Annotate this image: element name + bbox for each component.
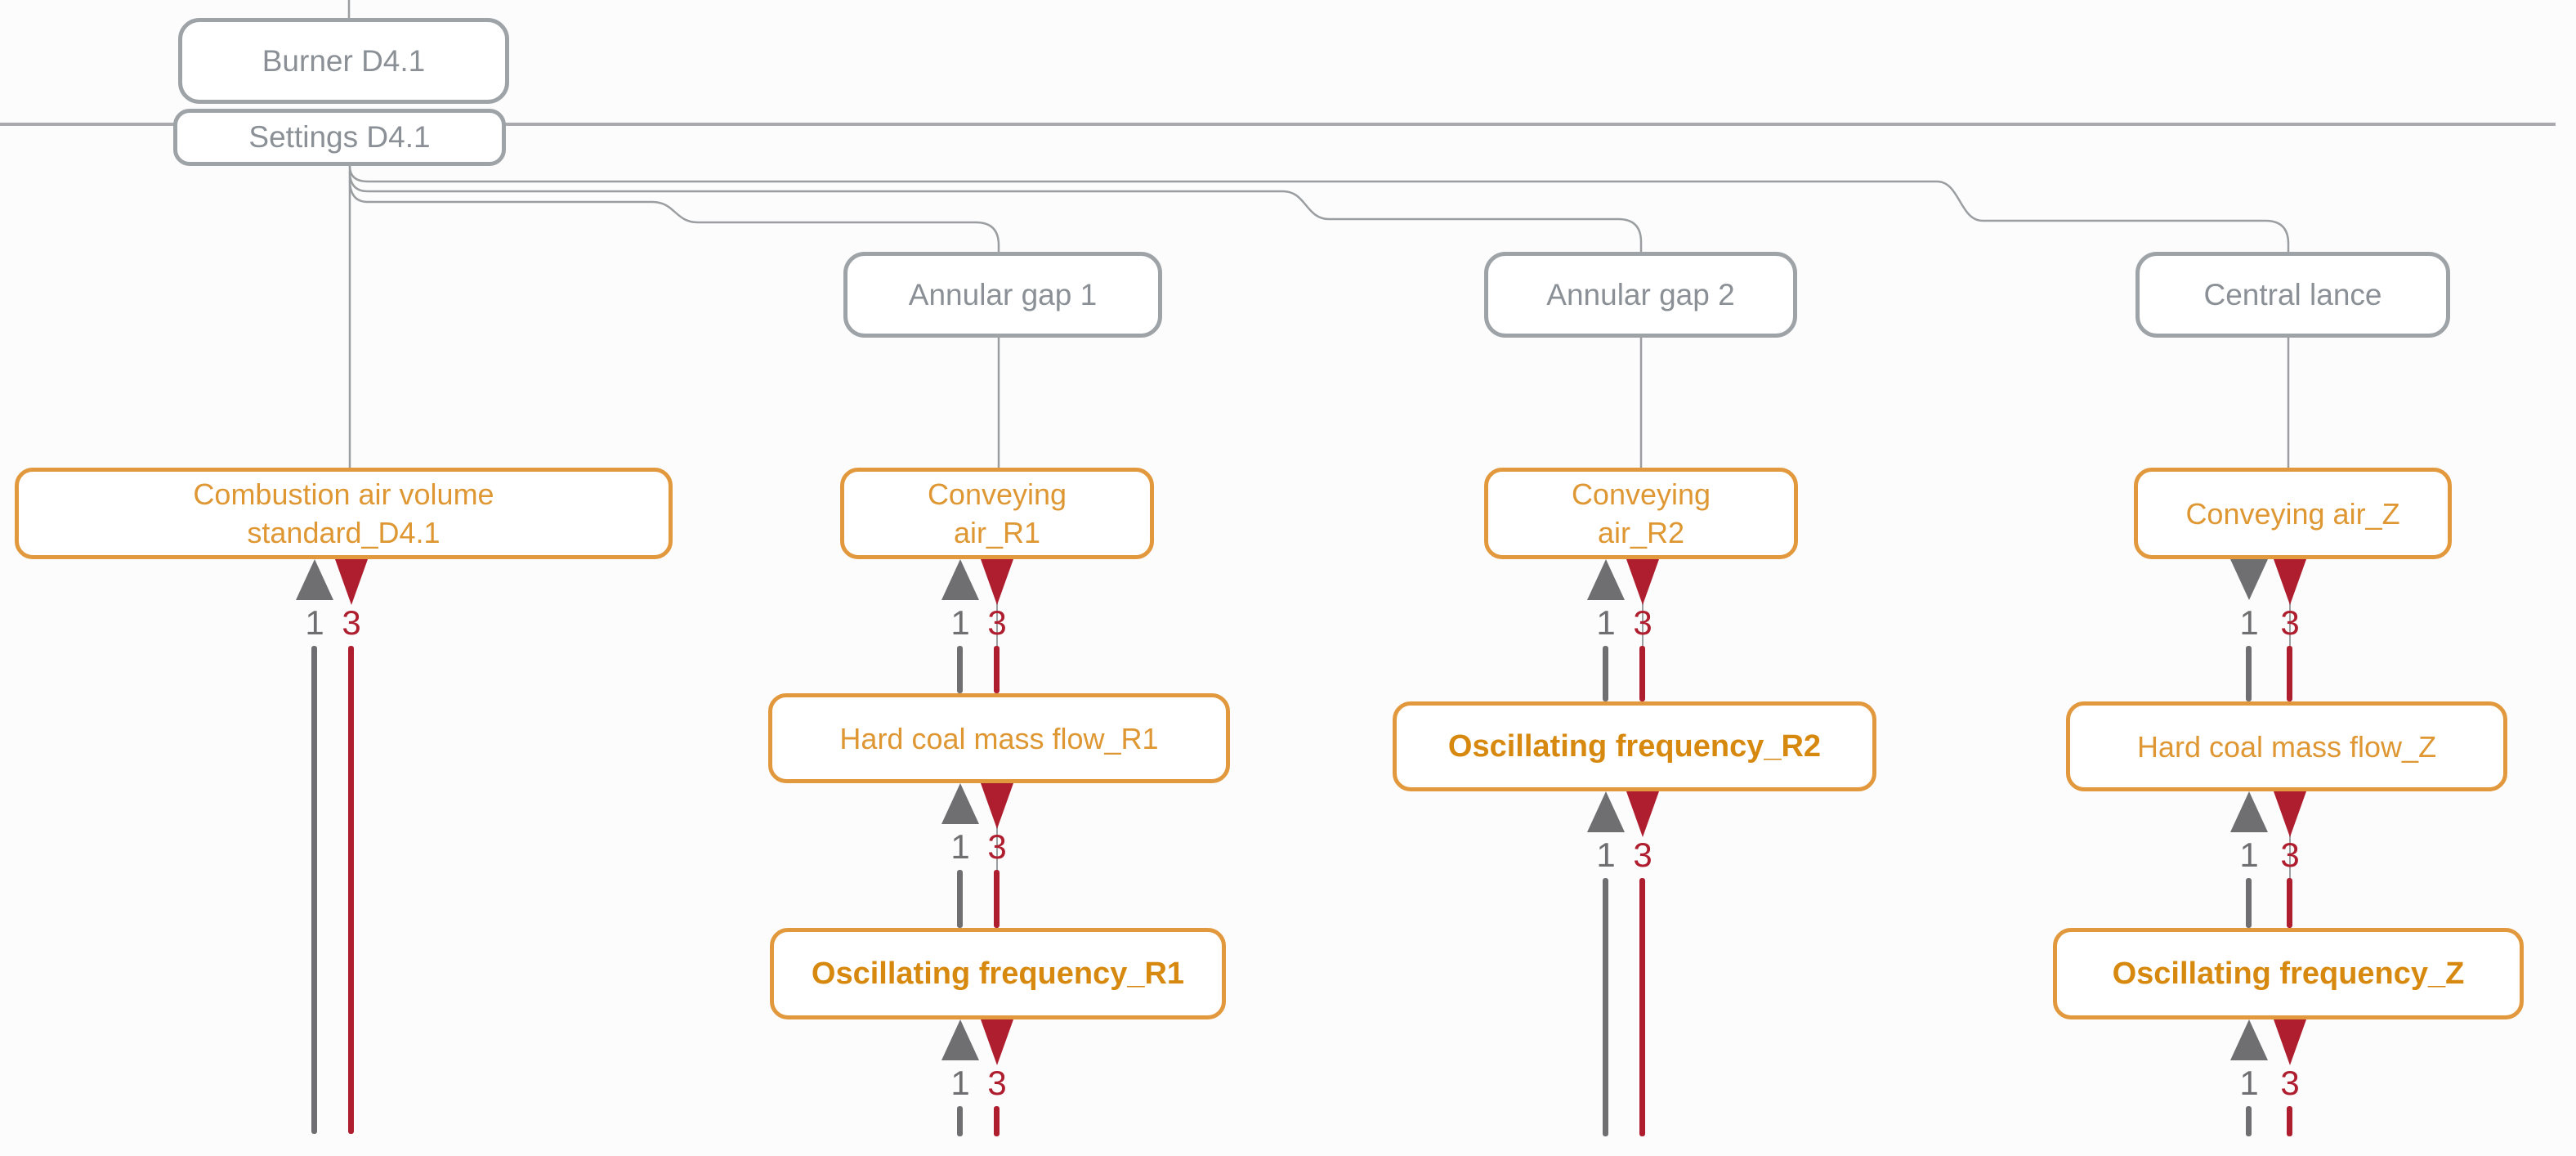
- flow-count-gray-oscillating-r2: 1: [1596, 836, 1616, 874]
- node-conveying-air-r2-line2: air_R2: [1597, 516, 1685, 549]
- node-hard-coal-mass-flow-r1-label: Hard coal mass flow_R1: [839, 721, 1159, 755]
- node-hard-coal-mass-flow-z-label: Hard coal mass flow_Z: [2136, 729, 2437, 764]
- edge-thin-conveying-r1: [996, 559, 998, 693]
- node-conveying-air-z-label: Conveying air_Z: [2185, 496, 2400, 531]
- node-annular-gap-1-label: Annular gap 1: [908, 277, 1098, 311]
- flow-arrow-gray-conveying-z[interactable]: [2230, 559, 2268, 600]
- node-combustion-air-volume[interactable]: Combustion air volume standard_D4.1: [15, 468, 673, 559]
- flow-line-gray-combustion-air[interactable]: [311, 646, 317, 1134]
- flow-arrow-gray-hard-coal-r1[interactable]: [941, 783, 979, 824]
- flow-line-red-conveying-r1[interactable]: [994, 646, 1000, 693]
- flow-arrow-red-conveying-r1[interactable]: [981, 559, 1013, 605]
- flow-count-red-oscillating-r1: 3: [987, 1064, 1007, 1102]
- node-combustion-air-volume-line2: standard_D4.1: [247, 516, 441, 549]
- node-hard-coal-mass-flow-r1[interactable]: Hard coal mass flow_R1: [768, 693, 1230, 783]
- flow-arrow-red-oscillating-r2[interactable]: [1626, 791, 1659, 837]
- flow-arrow-gray-oscillating-r1[interactable]: [941, 1019, 979, 1060]
- flow-line-red-oscillating-r1[interactable]: [994, 1106, 1000, 1136]
- flow-line-gray-oscillating-r2[interactable]: [1603, 878, 1608, 1136]
- flow-line-red-combustion-air[interactable]: [348, 646, 354, 1134]
- flow-line-red-conveying-z[interactable]: [2287, 646, 2292, 701]
- flow-line-gray-conveying-r1[interactable]: [957, 646, 963, 693]
- edge-settings-to-annular-gap-1[interactable]: [348, 179, 1000, 252]
- node-hard-coal-mass-flow-z[interactable]: Hard coal mass flow_Z: [2066, 701, 2507, 791]
- flow-arrow-gray-oscillating-r2[interactable]: [1587, 791, 1625, 832]
- node-oscillating-frequency-z[interactable]: Oscillating frequency_Z: [2053, 928, 2524, 1019]
- flow-line-gray-hard-coal-r1[interactable]: [957, 870, 963, 928]
- node-oscillating-frequency-r2[interactable]: Oscillating frequency_R2: [1393, 701, 1876, 791]
- flow-count-gray-hard-coal-z: 1: [2239, 836, 2259, 874]
- node-annular-gap-1[interactable]: Annular gap 1: [843, 252, 1162, 338]
- node-burner[interactable]: Burner D4.1: [178, 18, 509, 104]
- flow-arrow-red-oscillating-z[interactable]: [2274, 1019, 2306, 1065]
- flow-arrow-red-hard-coal-r1[interactable]: [981, 783, 1013, 829]
- flow-line-red-conveying-r2[interactable]: [1639, 646, 1645, 701]
- node-oscillating-frequency-r1[interactable]: Oscillating frequency_R1: [770, 928, 1226, 1019]
- flow-count-red-hard-coal-r1: 3: [987, 827, 1007, 866]
- node-central-lance-label: Central lance: [2203, 277, 2382, 311]
- flow-line-red-hard-coal-z[interactable]: [2287, 878, 2292, 928]
- flow-line-gray-conveying-z[interactable]: [2246, 646, 2252, 701]
- node-combustion-air-volume-line1: Combustion air volume: [193, 477, 494, 511]
- node-conveying-air-r2[interactable]: Conveying air_R2: [1484, 468, 1798, 559]
- edge-settings-to-annular-gap-2[interactable]: [348, 171, 1643, 252]
- node-annular-gap-2[interactable]: Annular gap 2: [1484, 252, 1797, 338]
- flow-line-red-hard-coal-r1[interactable]: [994, 870, 1000, 928]
- flow-count-gray-combustion-air: 1: [305, 603, 324, 642]
- node-conveying-air-r1-line2: air_R1: [953, 516, 1041, 549]
- flow-line-gray-hard-coal-z[interactable]: [2246, 878, 2252, 928]
- flow-count-gray-conveying-z: 1: [2239, 603, 2259, 642]
- flow-count-red-conveying-z: 3: [2280, 603, 2300, 642]
- flow-count-gray-oscillating-r1: 1: [950, 1064, 970, 1102]
- flow-count-red-combustion-air: 3: [342, 603, 361, 642]
- flow-arrow-red-oscillating-r1[interactable]: [981, 1019, 1013, 1065]
- flow-arrow-gray-conveying-r2[interactable]: [1587, 559, 1625, 600]
- node-oscillating-frequency-r1-label: Oscillating frequency_R1: [811, 956, 1185, 991]
- flow-count-gray-oscillating-z: 1: [2239, 1064, 2259, 1102]
- flow-count-red-oscillating-z: 3: [2280, 1064, 2300, 1102]
- edge-thin-hard-coal-r1: [996, 783, 998, 928]
- flow-line-gray-oscillating-z[interactable]: [2246, 1106, 2252, 1136]
- flow-arrow-gray-combustion-air[interactable]: [296, 559, 333, 600]
- flow-count-red-hard-coal-z: 3: [2280, 836, 2300, 874]
- node-central-lance[interactable]: Central lance: [2135, 252, 2450, 338]
- flow-line-gray-oscillating-r1[interactable]: [957, 1106, 963, 1136]
- edge-thin-conveying-z: [2289, 559, 2291, 701]
- flow-arrow-gray-conveying-r1[interactable]: [941, 559, 979, 600]
- node-annular-gap-2-label: Annular gap 2: [1546, 277, 1735, 311]
- node-conveying-air-r1[interactable]: Conveying air_R1: [840, 468, 1154, 559]
- node-burner-label: Burner D4.1: [262, 43, 426, 78]
- flow-arrow-red-conveying-z[interactable]: [2274, 559, 2306, 605]
- flow-count-gray-hard-coal-r1: 1: [950, 827, 970, 866]
- flow-line-red-oscillating-z[interactable]: [2287, 1106, 2292, 1136]
- node-conveying-air-z[interactable]: Conveying air_Z: [2134, 468, 2452, 559]
- node-oscillating-frequency-z-label: Oscillating frequency_Z: [2112, 956, 2465, 991]
- flow-count-gray-conveying-r2: 1: [1596, 603, 1616, 642]
- edge-settings-to-central-lance[interactable]: [348, 165, 2290, 252]
- node-oscillating-frequency-r2-label: Oscillating frequency_R2: [1447, 728, 1822, 764]
- flow-line-red-oscillating-r2[interactable]: [1639, 878, 1645, 1136]
- edge-thin-hard-coal-z: [2289, 791, 2291, 928]
- flow-arrow-red-combustion-air[interactable]: [335, 559, 368, 605]
- flow-count-red-conveying-r2: 3: [1633, 603, 1652, 642]
- node-conveying-air-r1-line1: Conveying: [927, 477, 1067, 511]
- node-conveying-air-r2-line1: Conveying: [1571, 477, 1711, 511]
- node-settings-label: Settings D4.1: [248, 120, 431, 154]
- node-settings[interactable]: Settings D4.1: [173, 109, 506, 166]
- flow-count-gray-conveying-r1: 1: [950, 603, 970, 642]
- flow-line-gray-conveying-r2[interactable]: [1603, 646, 1608, 701]
- flow-arrow-red-hard-coal-z[interactable]: [2274, 791, 2306, 837]
- flow-arrow-gray-hard-coal-z[interactable]: [2230, 791, 2268, 832]
- flow-arrow-red-conveying-r2[interactable]: [1626, 559, 1659, 605]
- flow-arrow-gray-oscillating-z[interactable]: [2230, 1019, 2268, 1060]
- edge-thin-conveying-r2: [1642, 559, 1644, 701]
- flow-count-red-oscillating-r2: 3: [1633, 836, 1652, 874]
- flow-count-red-conveying-r1: 3: [987, 603, 1007, 642]
